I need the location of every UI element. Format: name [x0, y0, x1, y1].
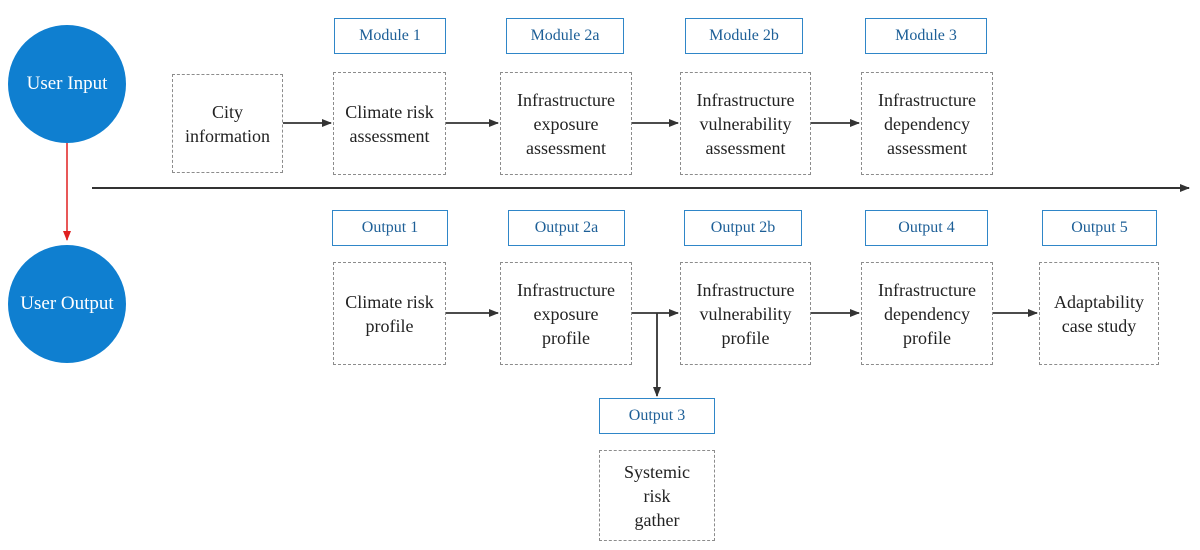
infrastructure-vulnerability-assessment-box: Infrastructure vulnerability assessment	[680, 72, 811, 175]
output-2b-label: Output 2b	[684, 210, 802, 246]
infrastructure-dependency-profile-box: Infrastructure dependency profile	[861, 262, 993, 365]
output-4-label: Output 4	[865, 210, 988, 246]
output-5-label: Output 5	[1042, 210, 1157, 246]
user-output-node: User Output	[8, 245, 126, 363]
infrastructure-exposure-profile-box: Infrastructure exposure profile	[500, 262, 632, 365]
city-information-box: City information	[172, 74, 283, 173]
module-1-label: Module 1	[334, 18, 446, 54]
infrastructure-dependency-assessment-box: Infrastructure dependency assessment	[861, 72, 993, 175]
output-1-label: Output 1	[332, 210, 448, 246]
module-2a-label: Module 2a	[506, 18, 624, 54]
output-3-label: Output 3	[599, 398, 715, 434]
infrastructure-vulnerability-profile-box: Infrastructure vulnerability profile	[680, 262, 811, 365]
output-2a-label: Output 2a	[508, 210, 625, 246]
user-input-node: User Input	[8, 25, 126, 143]
climate-risk-profile-box: Climate risk profile	[333, 262, 446, 365]
infrastructure-exposure-assessment-box: Infrastructure exposure assessment	[500, 72, 632, 175]
adaptability-case-study-box: Adaptability case study	[1039, 262, 1159, 365]
climate-risk-assessment-box: Climate risk assessment	[333, 72, 446, 175]
module-3-label: Module 3	[865, 18, 987, 54]
systemic-risk-gather-box: Systemic risk gather	[599, 450, 715, 541]
module-2b-label: Module 2b	[685, 18, 803, 54]
